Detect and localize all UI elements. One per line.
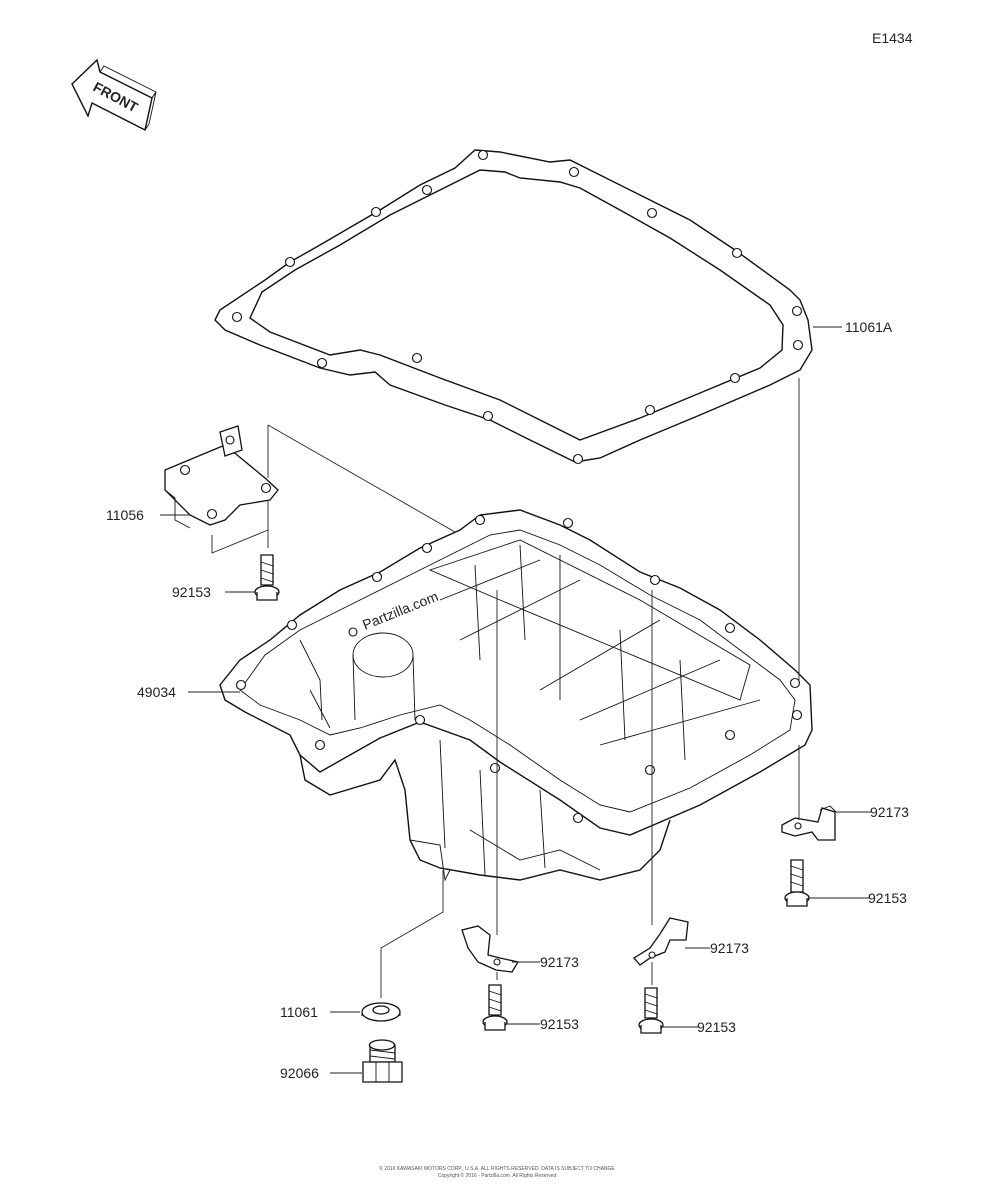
clamp-right bbox=[781, 805, 837, 841]
callout-clamp-mid-left: 92173 bbox=[540, 954, 579, 970]
drain-plug bbox=[362, 1039, 403, 1083]
callout-guide: 11056 bbox=[106, 507, 144, 523]
clamp-mid-left bbox=[461, 925, 520, 973]
callout-oil-pan: 49034 bbox=[137, 684, 176, 700]
callout-bolt-mid-left: 92153 bbox=[540, 1016, 579, 1032]
callout-clamp-mid-right: 92173 bbox=[710, 940, 749, 956]
leader-lines bbox=[160, 326, 872, 1074]
footer-line-2: Copyright © 2016 - Partzilla.com. All Ri… bbox=[438, 1172, 557, 1179]
callout-bolt-guide: 92153 bbox=[172, 584, 211, 600]
callout-clamp-right: 92173 bbox=[870, 804, 909, 820]
oil-guide-bracket bbox=[164, 425, 279, 529]
callout-washer: 11061 bbox=[280, 1004, 318, 1020]
bolt-mid-right bbox=[638, 987, 664, 1034]
bolt-right bbox=[784, 859, 810, 907]
washer bbox=[361, 1002, 401, 1022]
callout-bolt-mid-right: 92153 bbox=[697, 1019, 736, 1035]
callout-gasket: 11061A bbox=[845, 319, 893, 335]
oil-pan bbox=[219, 509, 813, 882]
front-label: FRONT bbox=[91, 79, 141, 116]
watermark: Partzilla.com bbox=[360, 588, 440, 633]
front-arrow-icon: FRONT bbox=[71, 58, 157, 132]
callout-bolt-right: 92153 bbox=[868, 890, 907, 906]
callout-drain-plug: 92066 bbox=[280, 1065, 319, 1081]
diagram-id: E1434 bbox=[872, 30, 913, 46]
bolt-mid-left bbox=[482, 984, 508, 1031]
clamp-mid-right bbox=[633, 917, 689, 966]
oil-pan-gasket bbox=[214, 149, 813, 465]
footer-line-1: © 2016 KAWASAKI MOTORS CORP., U.S.A. ALL… bbox=[379, 1165, 615, 1172]
bolt-guide bbox=[254, 554, 280, 601]
